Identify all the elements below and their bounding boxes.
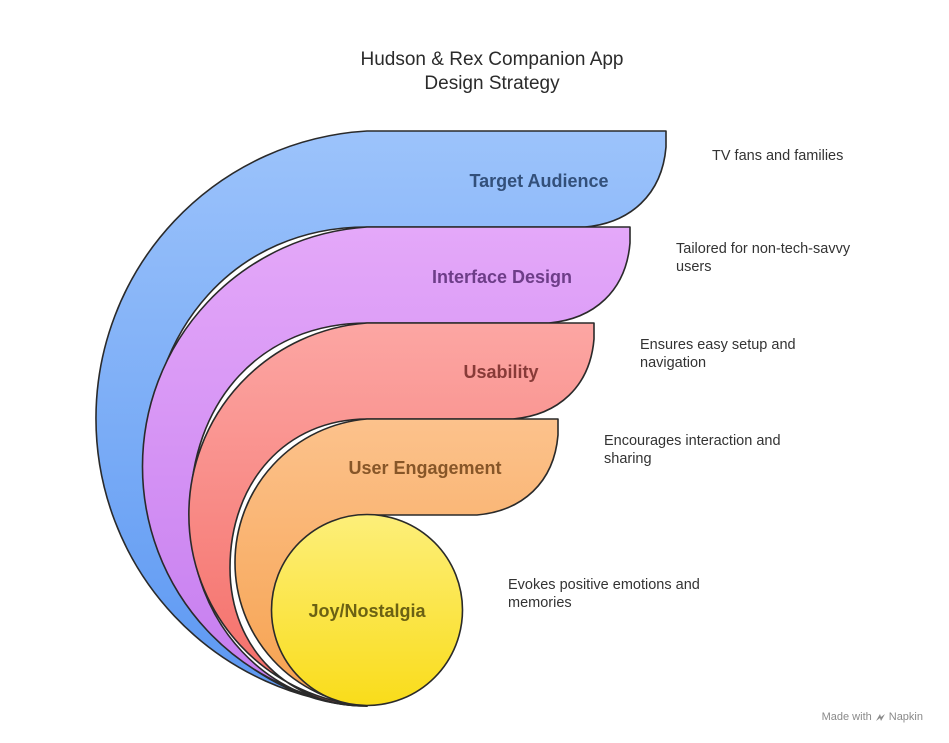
napkin-logo-icon [875, 713, 885, 721]
napkin-watermark[interactable]: Made with Napkin [822, 711, 923, 723]
title-line-1: Hudson & Rex Companion App [360, 49, 624, 70]
title-line-2: Design Strategy [424, 73, 560, 94]
watermark-brand: Napkin [888, 711, 923, 723]
label-usability: Usability [463, 362, 538, 382]
description-usability: Ensures easy setup and navigation [640, 337, 796, 371]
watermark-prefix: Made with [821, 711, 872, 723]
description-interface-design: Tailored for non-tech-savvy users [676, 241, 851, 275]
description-user-engagement: Encourages interaction and sharing [604, 433, 781, 467]
label-joy-nostalgia: Joy/Nostalgia [308, 601, 426, 621]
label-target-audience: Target Audience [469, 171, 608, 191]
description-target-audience: TV fans and families [712, 148, 844, 164]
label-interface-design: Interface Design [432, 267, 572, 287]
description-joy-nostalgia: Evokes positive emotions and memories [508, 577, 700, 611]
layer-joy-nostalgia [270, 513, 464, 707]
diagram-title: Hudson & Rex Companion App Design Strate… [0, 48, 949, 96]
label-user-engagement: User Engagement [348, 458, 501, 478]
